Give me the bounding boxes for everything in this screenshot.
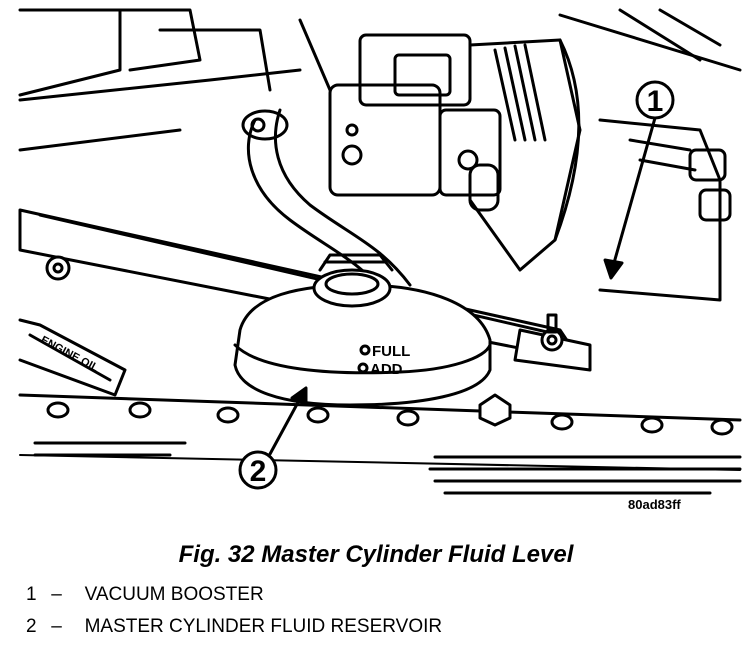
callout-2-number: 2 xyxy=(250,455,267,488)
callout-2: 2 xyxy=(238,386,308,490)
reservoir-full-mark: FULL xyxy=(372,343,410,360)
reservoir-add-mark: ADD xyxy=(370,361,403,378)
legend-number: 1 xyxy=(26,584,37,605)
figure-id: 80ad83ff xyxy=(628,497,681,512)
legend-number: 2 xyxy=(26,616,37,637)
legend-label: VACUUM BOOSTER xyxy=(84,584,264,605)
valve-cover xyxy=(18,393,742,495)
callout-1-number: 1 xyxy=(647,85,664,118)
upper-left-structure xyxy=(18,8,742,152)
valve-cover-bolt xyxy=(46,401,734,436)
legend-dash: – xyxy=(51,584,62,605)
figure-caption: Fig. 32 Master Cylinder Fluid Level xyxy=(178,541,574,568)
legend-label: MASTER CYLINDER FLUID RESERVOIR xyxy=(84,616,443,637)
vacuum-booster-assembly xyxy=(328,33,732,302)
engine-compartment-illustration: FULL ADD ENGINE OIL 1 xyxy=(18,8,742,495)
engine-oil-cap: ENGINE OIL xyxy=(18,318,127,397)
legend-dash: – xyxy=(51,616,62,637)
legend-item: 1 – VACUUM BOOSTER xyxy=(26,584,264,606)
master-cylinder-reservoir: FULL ADD xyxy=(233,253,492,407)
legend-item: 2 – MASTER CYLINDER FLUID RESERVOIR xyxy=(26,616,442,638)
callout-1: 1 xyxy=(603,80,675,280)
